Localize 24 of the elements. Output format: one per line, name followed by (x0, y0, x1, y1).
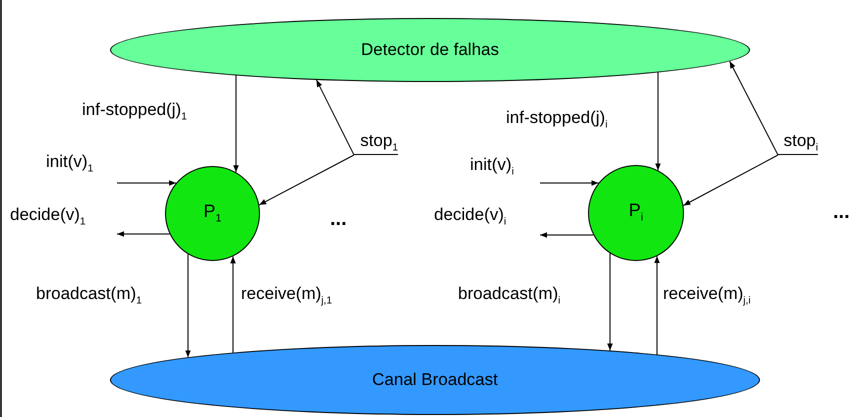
arrow (654, 256, 660, 355)
arrow (655, 72, 661, 171)
ellipsis-text: ... (330, 208, 347, 231)
edge-label: receive(m)$_{j,1}$ (241, 284, 332, 308)
arrow (729, 60, 778, 156)
node-label: P$_{i}$ (628, 201, 644, 225)
arrow (540, 232, 594, 238)
arrow (116, 180, 177, 186)
arrow (607, 252, 613, 351)
arrow (230, 256, 236, 354)
leader-label: stop$_{1}$ (360, 132, 398, 154)
arrow (233, 74, 239, 173)
edge-label: receive(m)$_{j,i}$ (663, 284, 751, 308)
arrow (185, 254, 191, 358)
arrow (540, 180, 600, 186)
arrow (258, 154, 354, 206)
ellipsis-text: ... (833, 201, 850, 224)
node-label: Detector de falhas (361, 40, 499, 60)
arrow (316, 79, 354, 156)
node-label: P$_{1}$ (203, 202, 222, 226)
arrow (682, 154, 778, 206)
node-label: Canal Broadcast (372, 370, 498, 390)
leader-label: stop$_{i}$ (784, 132, 818, 154)
arrow (116, 231, 170, 237)
